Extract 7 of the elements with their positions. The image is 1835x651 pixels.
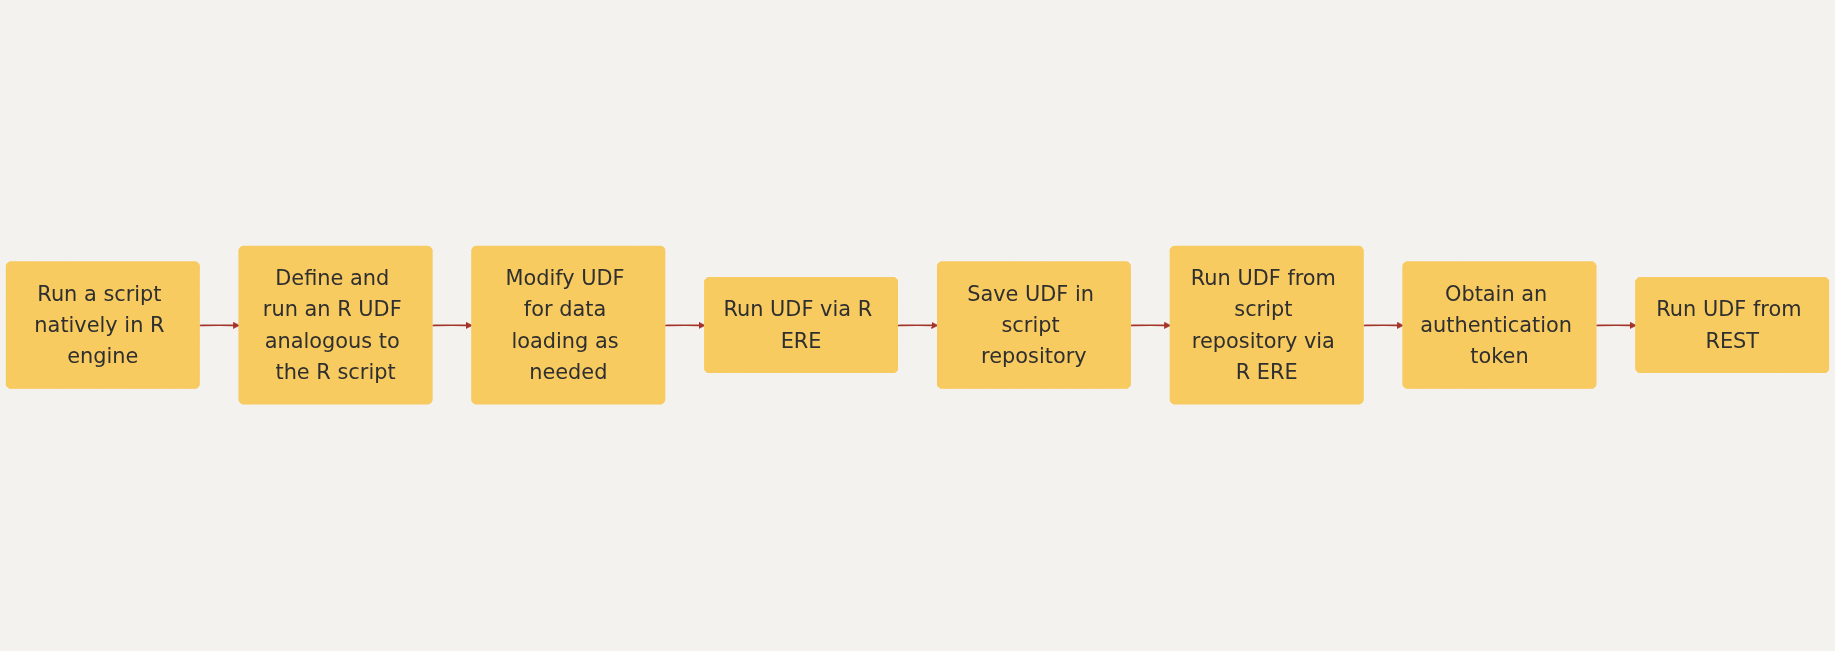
arrow bbox=[1595, 322, 1637, 330]
arrow bbox=[198, 322, 240, 330]
arrow bbox=[1362, 322, 1404, 330]
arrow bbox=[1129, 322, 1172, 330]
arrow bbox=[431, 322, 473, 330]
arrow bbox=[664, 322, 706, 330]
arrow bbox=[897, 322, 939, 330]
